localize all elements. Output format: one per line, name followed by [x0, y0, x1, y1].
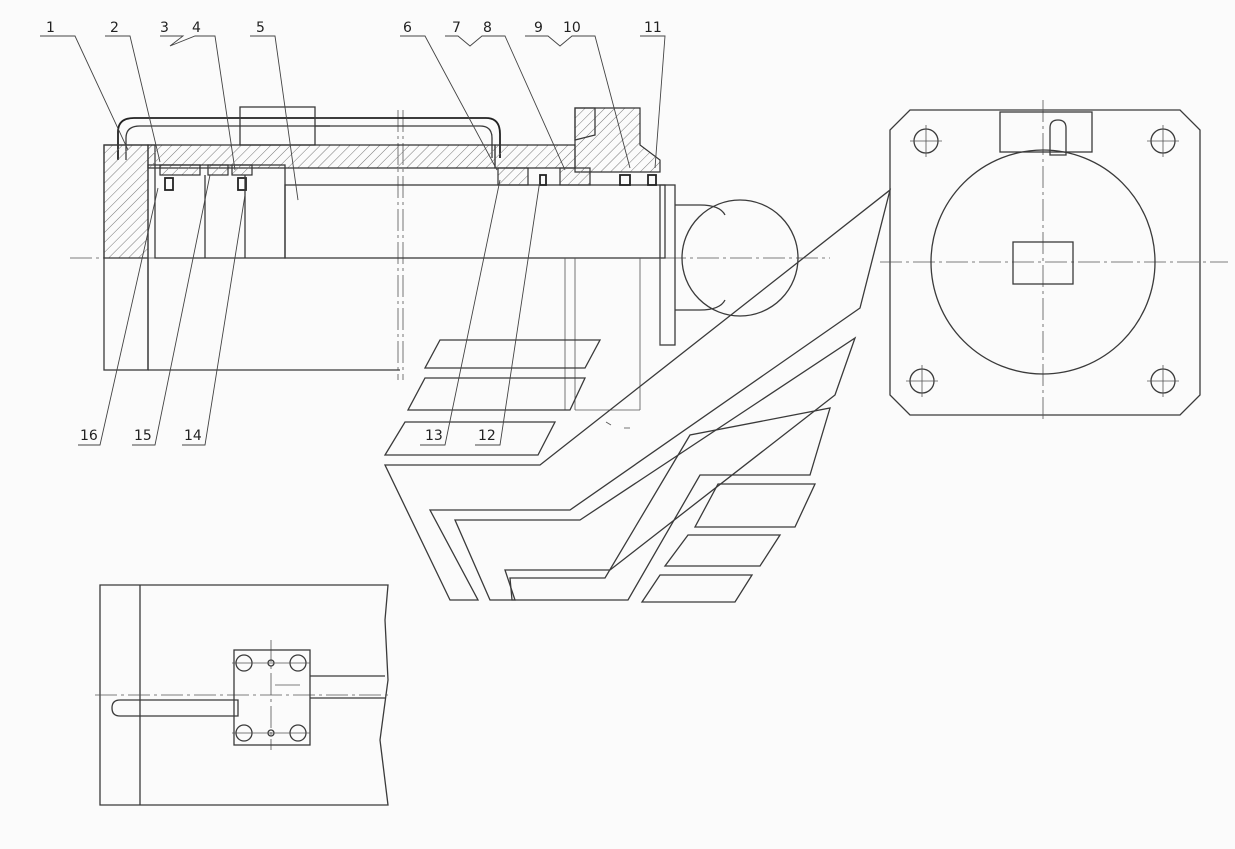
- top-part-labels: 1 2 3 4 5 6 7 8 9 10 11: [46, 20, 662, 36]
- part-label-16: 16: [80, 428, 98, 444]
- part-label-7: 7: [452, 20, 461, 36]
- part-label-10: 10: [563, 20, 581, 36]
- part-label-9: 9: [534, 20, 543, 36]
- part-label-13: 13: [425, 428, 443, 444]
- part-label-6: 6: [403, 20, 412, 36]
- leader-lines: [40, 35, 666, 446]
- part-label-14: 14: [184, 428, 202, 444]
- cylinder-section-view: [70, 106, 830, 411]
- bottom-part-labels: 16 15 14 13 12: [80, 428, 496, 444]
- part-label-4: 4: [192, 20, 201, 36]
- plate-plan-view: [95, 584, 390, 806]
- part-label-5: 5: [256, 20, 265, 36]
- part-label-3: 3: [160, 20, 169, 36]
- part-label-2: 2: [110, 20, 119, 36]
- part-label-15: 15: [134, 428, 152, 444]
- part-label-1: 1: [46, 20, 55, 36]
- part-label-12: 12: [478, 428, 496, 444]
- flange-end-view: [880, 100, 1228, 420]
- part-label-8: 8: [483, 20, 492, 36]
- part-label-11: 11: [644, 20, 662, 36]
- chevron-graphic: [383, 188, 892, 603]
